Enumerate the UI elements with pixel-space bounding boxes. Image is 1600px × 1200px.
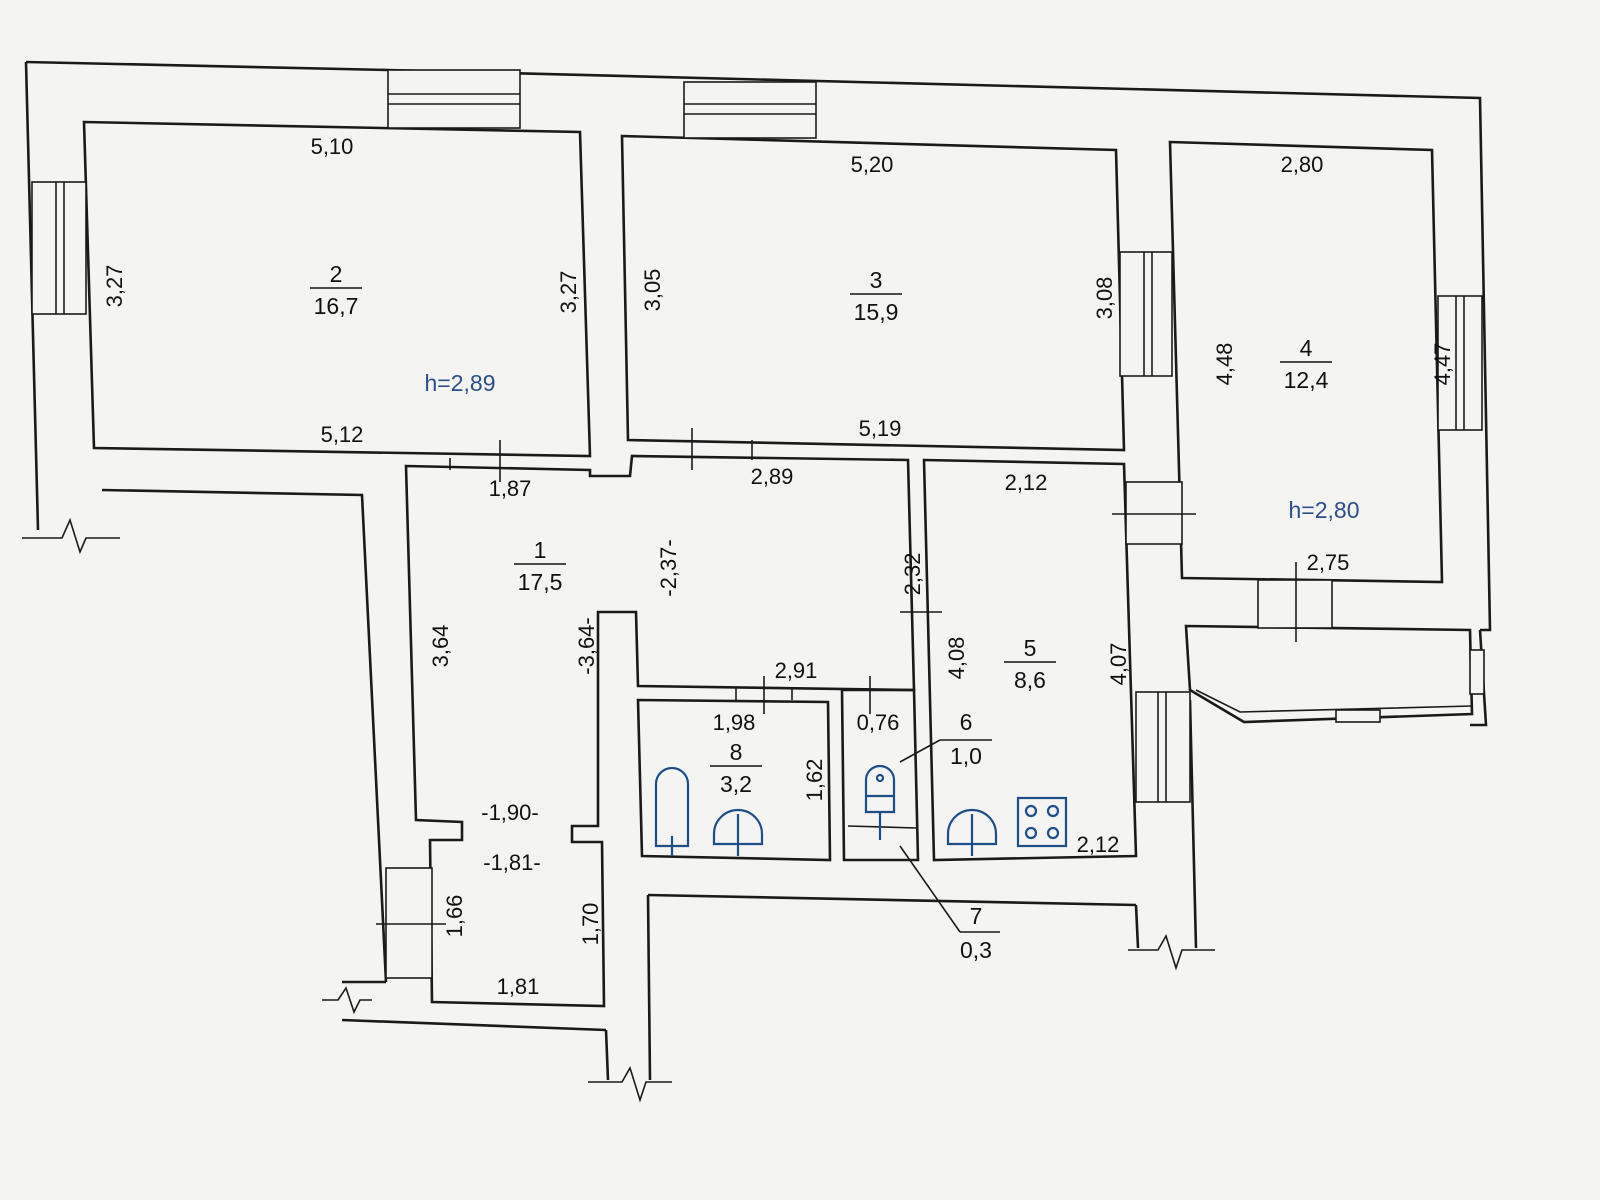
dim-corr-left: 1,66 <box>442 895 467 938</box>
dim-corr-bottom: 1,81 <box>497 974 540 999</box>
room-3-outline <box>620 134 1126 452</box>
dim-r6-top: 0,76 <box>857 710 900 735</box>
room-area: 0,3 <box>960 937 992 963</box>
room-area: 17,5 <box>518 569 563 595</box>
dim-r2-bottom: 5,12 <box>321 422 364 447</box>
dim-r2-left: 3,27 <box>102 265 127 308</box>
dim-r4-top: 2,80 <box>1281 152 1324 177</box>
room-number: 5 <box>1024 635 1037 661</box>
room-label-4: 4 12,4 <box>1280 335 1332 393</box>
room-area: 1,0 <box>950 743 982 769</box>
dim-r4-bottom: 2,75 <box>1307 550 1350 575</box>
dim-r4-left: 4,48 <box>1212 343 1237 386</box>
windows <box>31 69 1485 979</box>
exterior-walls <box>24 60 1492 1081</box>
room-label-7: 7 0,3 <box>960 903 992 963</box>
leader-lines <box>899 739 1000 933</box>
room-5-outline <box>922 458 1138 862</box>
stove-icon <box>1016 796 1068 848</box>
dim-r5-right: 4,07 <box>1106 643 1131 686</box>
room-label-2: 2 16,7 <box>310 261 362 319</box>
room-number: 6 <box>960 709 973 735</box>
dim-r3-left: 3,05 <box>640 269 665 312</box>
dim-r2-right: 3,27 <box>556 271 581 314</box>
room-label-3: 3 15,9 <box>850 267 902 325</box>
room-area: 3,2 <box>720 771 752 797</box>
bathtub-icon <box>654 766 690 856</box>
dimension-labels: 5,10 3,27 3,27 5,12 5,20 3,05 3,08 5,19 … <box>102 134 1455 999</box>
room-label-5: 5 8,6 <box>1004 635 1056 693</box>
dim-r3-right: 3,08 <box>1092 277 1117 320</box>
dim-r5-top: 2,12 <box>1005 470 1048 495</box>
dim-r1-bottom: 2,91 <box>775 658 818 683</box>
room-4-outline <box>1168 140 1444 584</box>
room-label-8: 8 3,2 <box>710 739 762 797</box>
room-number: 2 <box>330 261 343 287</box>
room-number: 3 <box>870 267 883 293</box>
dim-r5-left: 4,08 <box>944 637 969 680</box>
dim-r1-top-right: 2,89 <box>751 464 794 489</box>
dim-r3-bottom: 5,19 <box>859 416 902 441</box>
room-number: 4 <box>1300 335 1313 361</box>
room-label-6: 6 1,0 <box>950 709 982 769</box>
kitchen-sink-icon <box>946 808 998 856</box>
room-area: 16,7 <box>314 293 359 319</box>
toilet-icon <box>864 764 896 840</box>
dim-r1-top-left: 1,87 <box>489 476 532 501</box>
dim-r8-right: 1,62 <box>802 759 827 802</box>
dim-corr-top: -1,90- <box>481 800 538 825</box>
room-2-outline <box>82 120 592 458</box>
room-area: 15,9 <box>854 299 899 325</box>
dim-r1-inner-left: -3,64- <box>574 617 599 674</box>
door-marks <box>376 428 1297 925</box>
ceiling-height-left: h=2,89 <box>425 370 496 396</box>
dim-corr-mid: -1,81- <box>483 850 540 875</box>
dim-r5-bottom: 2,12 <box>1077 832 1120 857</box>
dim-r1-left: 3,64 <box>428 625 453 668</box>
break-symbols <box>22 517 1215 1103</box>
dim-r8-top: 1,98 <box>713 710 756 735</box>
room-6-7-outline <box>840 688 920 862</box>
ceiling-height-right: h=2,80 <box>1289 497 1360 523</box>
dim-r4-right: 4,47 <box>1430 343 1455 386</box>
dim-r1-inner-v: -2,37- <box>656 539 681 596</box>
dim-r1-right: 2,32 <box>900 553 925 596</box>
loggia-outline <box>1184 624 1474 724</box>
room-number: 1 <box>534 537 547 563</box>
room-number: 8 <box>730 739 743 765</box>
room-1-outline <box>404 454 916 1008</box>
room-label-1: 1 17,5 <box>514 537 566 595</box>
dim-r3-top: 5,20 <box>851 152 894 177</box>
dim-r2-top: 5,10 <box>311 134 354 159</box>
dim-corr-right: 1,70 <box>578 903 603 946</box>
room-area: 12,4 <box>1284 367 1329 393</box>
room-area: 8,6 <box>1014 667 1046 693</box>
room-number: 7 <box>970 903 983 929</box>
washbasin-icon <box>712 808 764 856</box>
